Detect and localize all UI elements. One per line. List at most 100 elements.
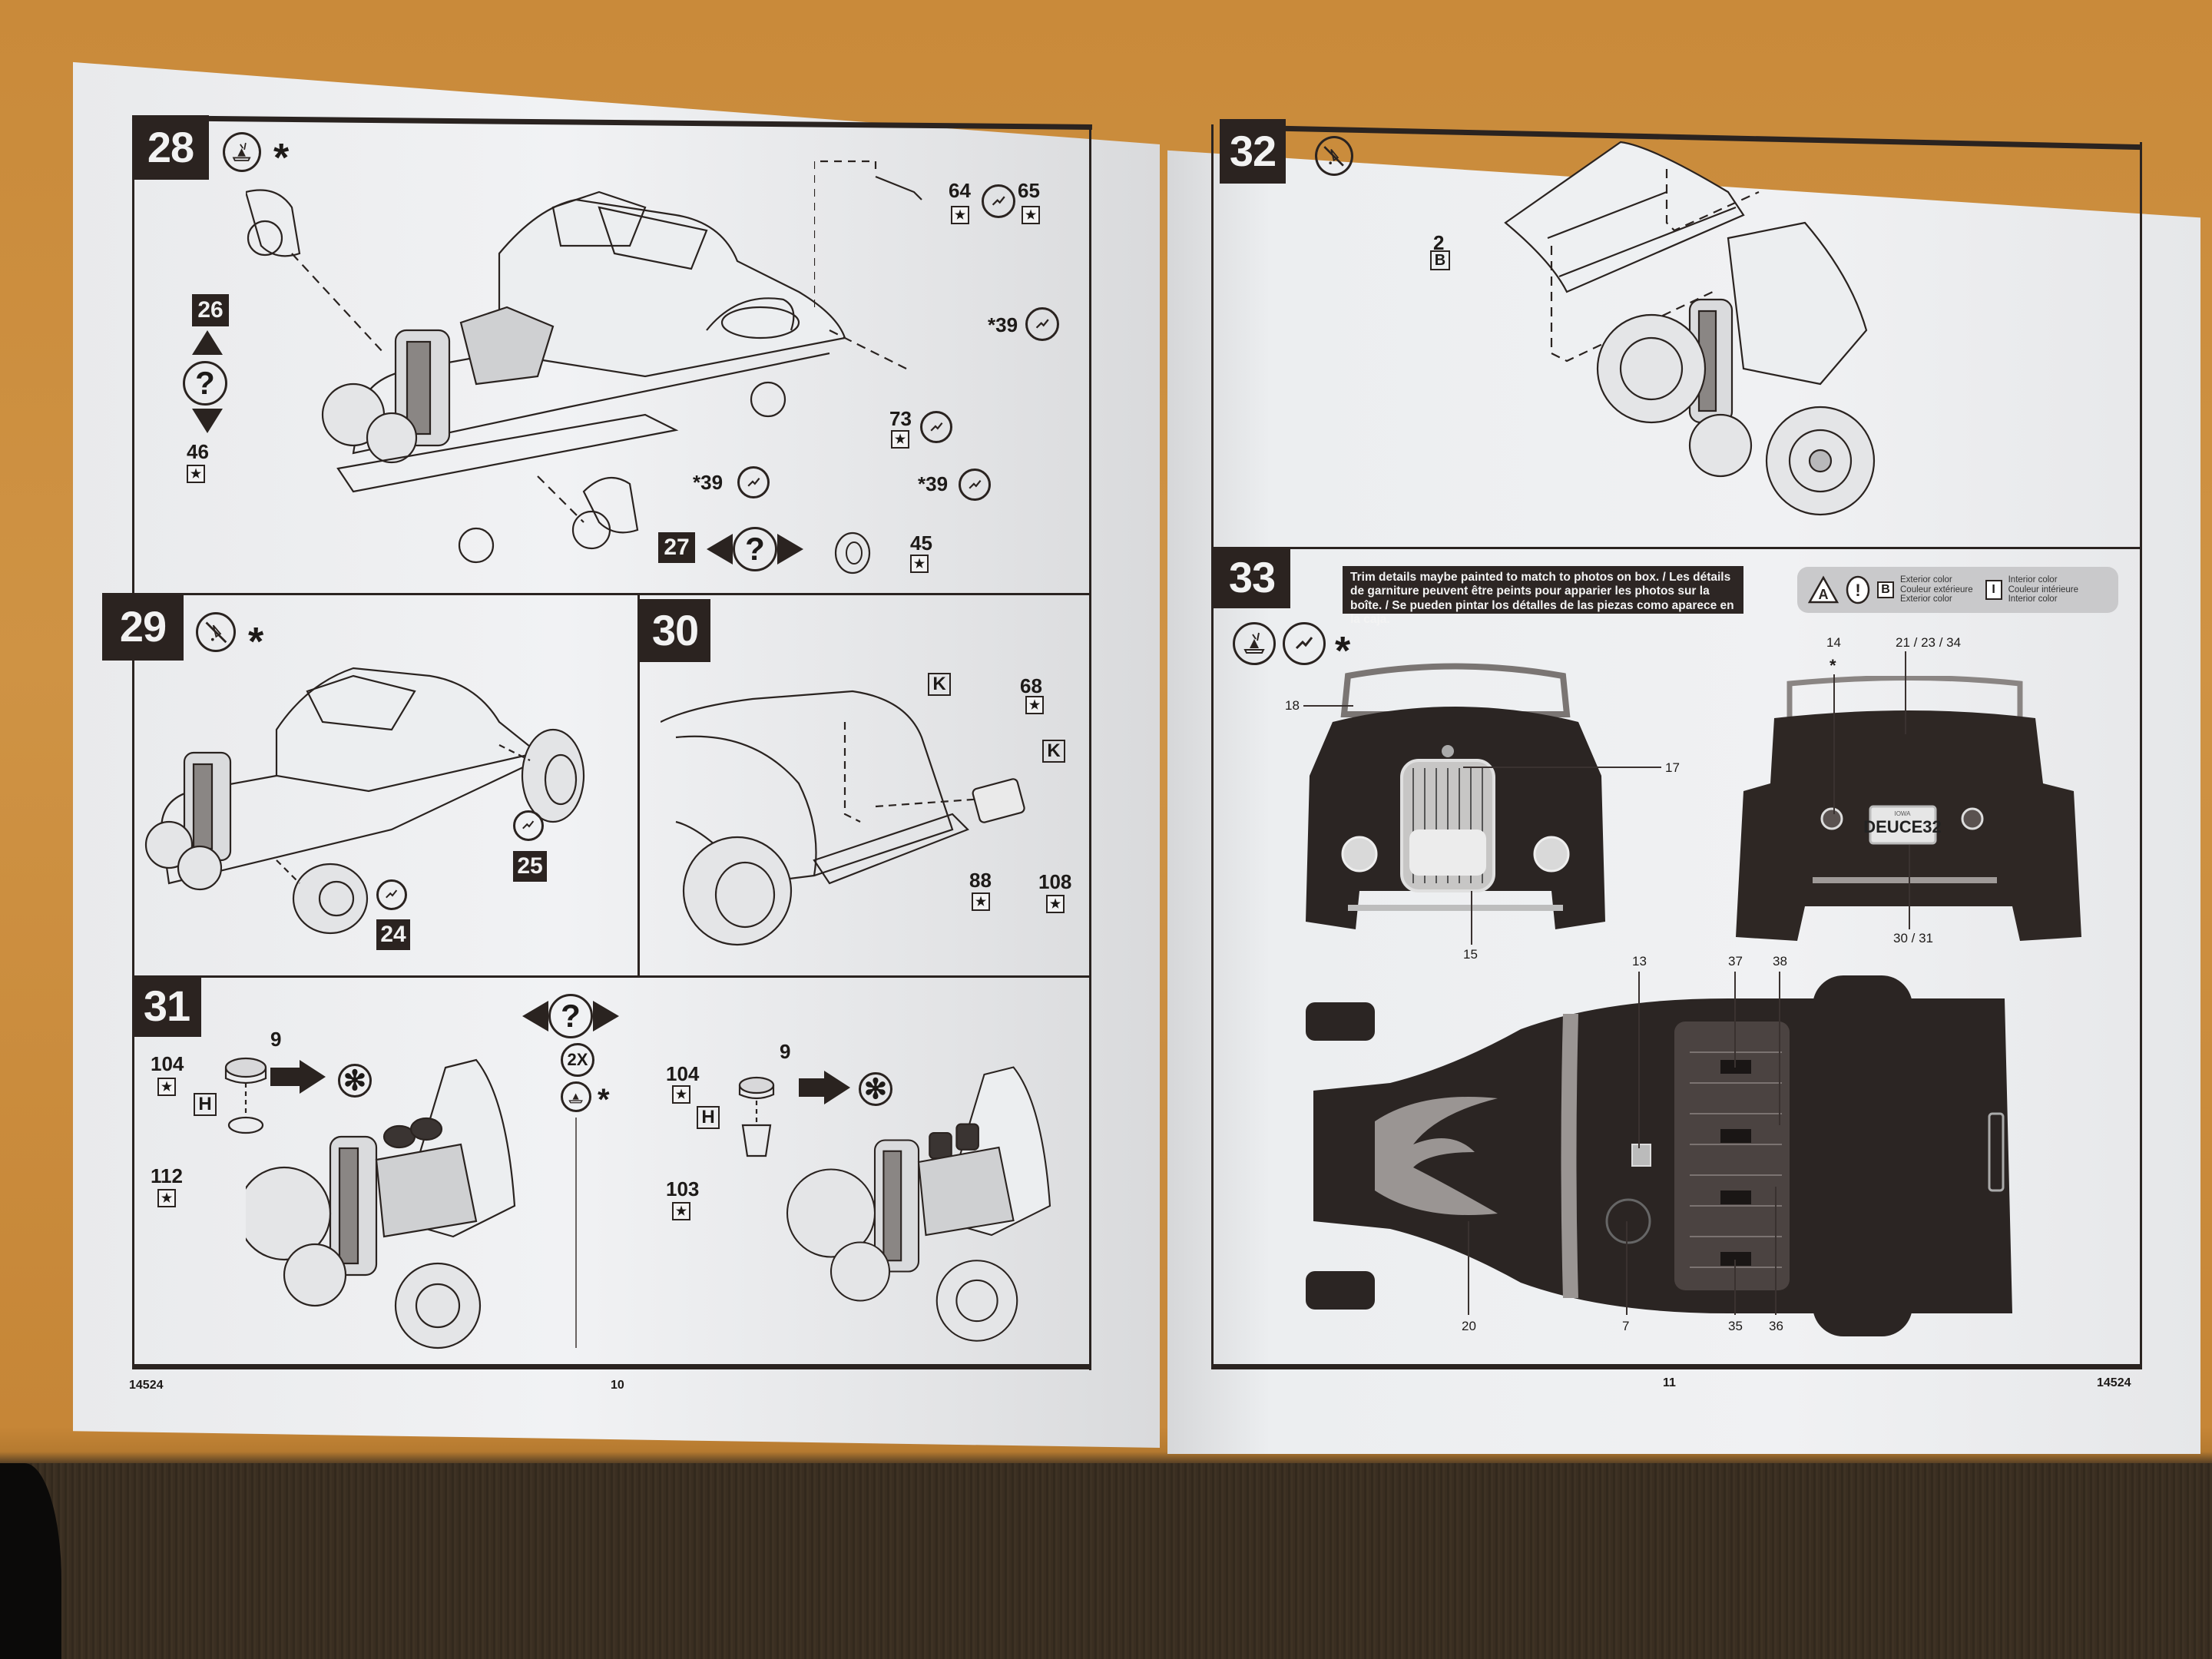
divider-29-30-vertical (637, 595, 640, 976)
svg-text:A: A (1819, 587, 1829, 602)
part-badge-103: ★ (672, 1202, 690, 1220)
car-wheels-drawing-29 (144, 667, 585, 935)
leader-13 (1638, 972, 1640, 1148)
part-label-20: 20 (1462, 1319, 1476, 1333)
leader-14 (1833, 674, 1835, 814)
color-letter-H: H (697, 1106, 720, 1129)
detail-icon: ✻ (338, 1064, 372, 1098)
color-letter-K: K (928, 673, 951, 696)
step-number: 29 (102, 593, 184, 661)
part-label-45: 45 (910, 531, 932, 555)
part-label-108: 108 (1038, 870, 1072, 893)
alternative-arrow-icon: ? (522, 994, 619, 1038)
leader-35 (1734, 1260, 1736, 1315)
rear-fender-drawing-30 (661, 690, 1025, 946)
alternative-arrow-icon: ? (707, 527, 803, 571)
part-label-9: 9 (780, 1040, 791, 1063)
paint-decal-icon (223, 132, 261, 172)
part-label-38: 38 (1773, 954, 1787, 969)
part-badge-46: ★ (187, 465, 205, 483)
part-label-104: 104 (666, 1062, 700, 1085)
divider-31 (575, 1118, 577, 1348)
frame-left-edge (1211, 124, 1214, 1369)
part-label-46: 46 (187, 440, 209, 463)
part-badge-64: ★ (951, 206, 969, 224)
kit-number-right: 14524 (2097, 1376, 2131, 1389)
step-number: 31 (132, 975, 201, 1037)
engine-drawing-31-left (246, 1058, 516, 1349)
assembly-warning-icon: A (1808, 575, 1839, 604)
part-label-112: 112 (151, 1164, 183, 1187)
frame-right-edge (1089, 124, 1091, 1370)
part-badge-112: ★ (157, 1189, 176, 1207)
paint-decal-icon (561, 1081, 591, 1112)
part-label-35: 35 (1728, 1319, 1743, 1333)
arrow-right-icon (270, 1068, 301, 1086)
part-label-73: 73 (889, 407, 912, 430)
leader-20 (1468, 1221, 1469, 1315)
caution-icon: ! (1846, 575, 1870, 604)
leader-18 (1303, 705, 1353, 707)
leader-17 (1463, 767, 1661, 768)
divider-32-33 (1211, 547, 2142, 549)
flip-part-icon (1025, 307, 1059, 341)
part-badge-65: ★ (1022, 206, 1040, 224)
front-view-car (1306, 663, 1605, 929)
star-marker: * (1830, 656, 1836, 675)
frame-bottom-left (132, 1364, 1091, 1369)
part-label-9: 9 (270, 1028, 282, 1051)
part-badge-108: ★ (1046, 895, 1065, 913)
question-icon: ? (183, 361, 227, 406)
engine-drawing-31-right (786, 1066, 1051, 1342)
part-label-68: 68 (1020, 674, 1042, 697)
part-label-18: 18 (1285, 698, 1300, 713)
part-label-39-upper: *39 (988, 313, 1018, 336)
part-label-64: 64 (949, 179, 971, 202)
part-label-103: 103 (666, 1177, 700, 1200)
step-number: 28 (132, 115, 209, 180)
part-label-30-31: 30 / 31 (1893, 931, 1933, 945)
step-number: 33 (1214, 547, 1290, 608)
flip-part-icon (982, 184, 1015, 218)
flip-part-icon (737, 466, 770, 498)
arrow-right-icon (799, 1078, 826, 1097)
detail-icon: ✻ (859, 1072, 892, 1106)
step-number: 32 (1220, 119, 1286, 184)
hood-installation-drawing-32 (1504, 141, 1876, 516)
rear-view-car: DEUCE32 IOWA (1736, 676, 2081, 941)
flip-part-icon (513, 810, 544, 841)
ref-step-26: 26 (192, 294, 229, 326)
arrow-up-icon (192, 330, 223, 355)
part-badge-88: ★ (972, 892, 990, 911)
asterisk: * (273, 136, 290, 180)
part-label-7: 7 (1622, 1319, 1630, 1333)
part-label-2: 2 (1433, 231, 1445, 254)
paint-decal-icon (1233, 622, 1276, 665)
no-glue-icon (1315, 136, 1353, 176)
ref-step-27: 27 (658, 532, 695, 563)
frame-right-edge (2140, 142, 2142, 1369)
color-letter-H: H (194, 1093, 217, 1116)
part-badge-104: ★ (157, 1078, 176, 1096)
page-number-right: 11 (1663, 1376, 1676, 1389)
frame-left-edge (132, 115, 134, 1369)
arrow-head (300, 1060, 326, 1094)
part-label-13: 13 (1632, 954, 1647, 969)
top-view-car (1306, 975, 2012, 1336)
leader-21-23-34 (1905, 651, 1906, 734)
part-badge-104: ★ (672, 1085, 690, 1104)
leader-15 (1471, 891, 1472, 945)
part-label-14: 14 (1826, 635, 1841, 650)
ref-step-25: 25 (513, 851, 547, 882)
part-label-104: 104 (151, 1052, 184, 1075)
part-label-39-lower-right: *39 (918, 472, 949, 495)
ref-step-24: 24 (376, 919, 410, 950)
part-label-88: 88 (969, 869, 992, 892)
leader-30-31 (1909, 845, 1910, 929)
trim-paint-note: Trim details maybe painted to match to p… (1343, 566, 1743, 626)
flip-part-icon (376, 879, 407, 910)
asterisk: * (248, 620, 264, 664)
part-badge-73: ★ (891, 430, 909, 449)
